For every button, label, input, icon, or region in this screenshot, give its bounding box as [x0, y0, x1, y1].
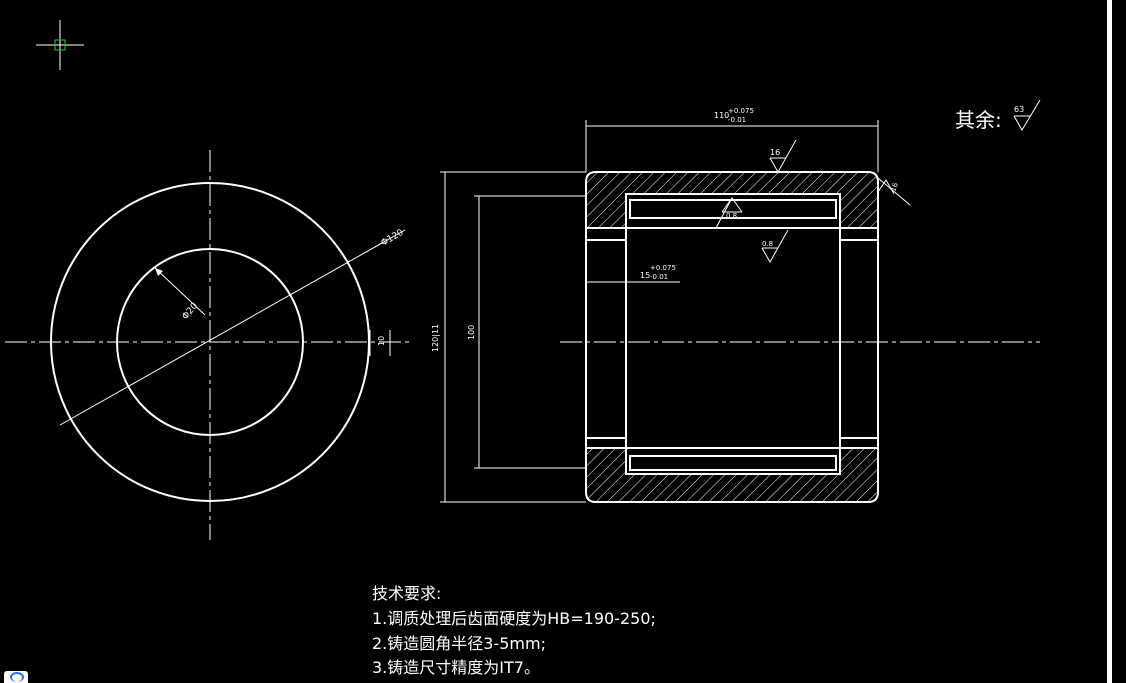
svg-text:0.8: 0.8 [726, 212, 737, 220]
outer-dia-label: Φ120 [380, 228, 406, 249]
groove-tol-upper: +0.075 [650, 264, 676, 272]
requirement-item-2: 2.铸造圆角半径3-5mm; [372, 634, 546, 653]
outer-circle [50, 182, 370, 502]
svg-text:63: 63 [1014, 105, 1024, 114]
section-view: 110 +0.075 -0.01 120|11 100 15 +0.075 -0… [431, 107, 1040, 503]
inner-dia-label: Φ20 [181, 301, 201, 322]
height-total-label: 120|11 [431, 324, 440, 352]
roughness-symbol-inner1: 0.8 [715, 197, 743, 229]
groove-label: 15 [640, 271, 650, 280]
requirement-item-3: 3.铸造尺寸精度为IT7。 [372, 658, 540, 677]
app-corner-icon[interactable] [4, 671, 28, 683]
length-tol-upper: +0.075 [728, 107, 754, 115]
roughness-symbol-rest: 63 [1013, 99, 1041, 131]
length-tol-lower: -0.01 [728, 116, 746, 124]
roughness-symbol-top: 16 [769, 139, 797, 174]
svg-text:16: 16 [770, 148, 780, 157]
requirements-title: 技术要求: [372, 584, 442, 603]
window-border [1107, 0, 1112, 683]
end-view: Φ120 Φ20 10 [5, 150, 412, 540]
groove-tol-lower: -0.01 [650, 273, 668, 281]
roughness-symbol-inner2: 0.8 [761, 229, 789, 264]
svg-text:16: 16 [889, 181, 900, 193]
requirement-item-1: 1.调质处理后齿面硬度为HB=190-250; [372, 609, 656, 628]
wall-dim-label: 10 [377, 336, 386, 346]
height-inner-label: 100 [467, 325, 476, 340]
roughness-symbol-right: 16 [877, 177, 911, 206]
inner-circle [116, 248, 304, 436]
inner-dia-leader [154, 267, 206, 316]
length-dim: 110 [714, 111, 729, 120]
roughness-rest-label: 其余: [955, 108, 1002, 132]
crosshair-cursor-icon [36, 20, 84, 70]
svg-text:0.8: 0.8 [762, 240, 773, 248]
outer-dia-leader [59, 229, 406, 426]
